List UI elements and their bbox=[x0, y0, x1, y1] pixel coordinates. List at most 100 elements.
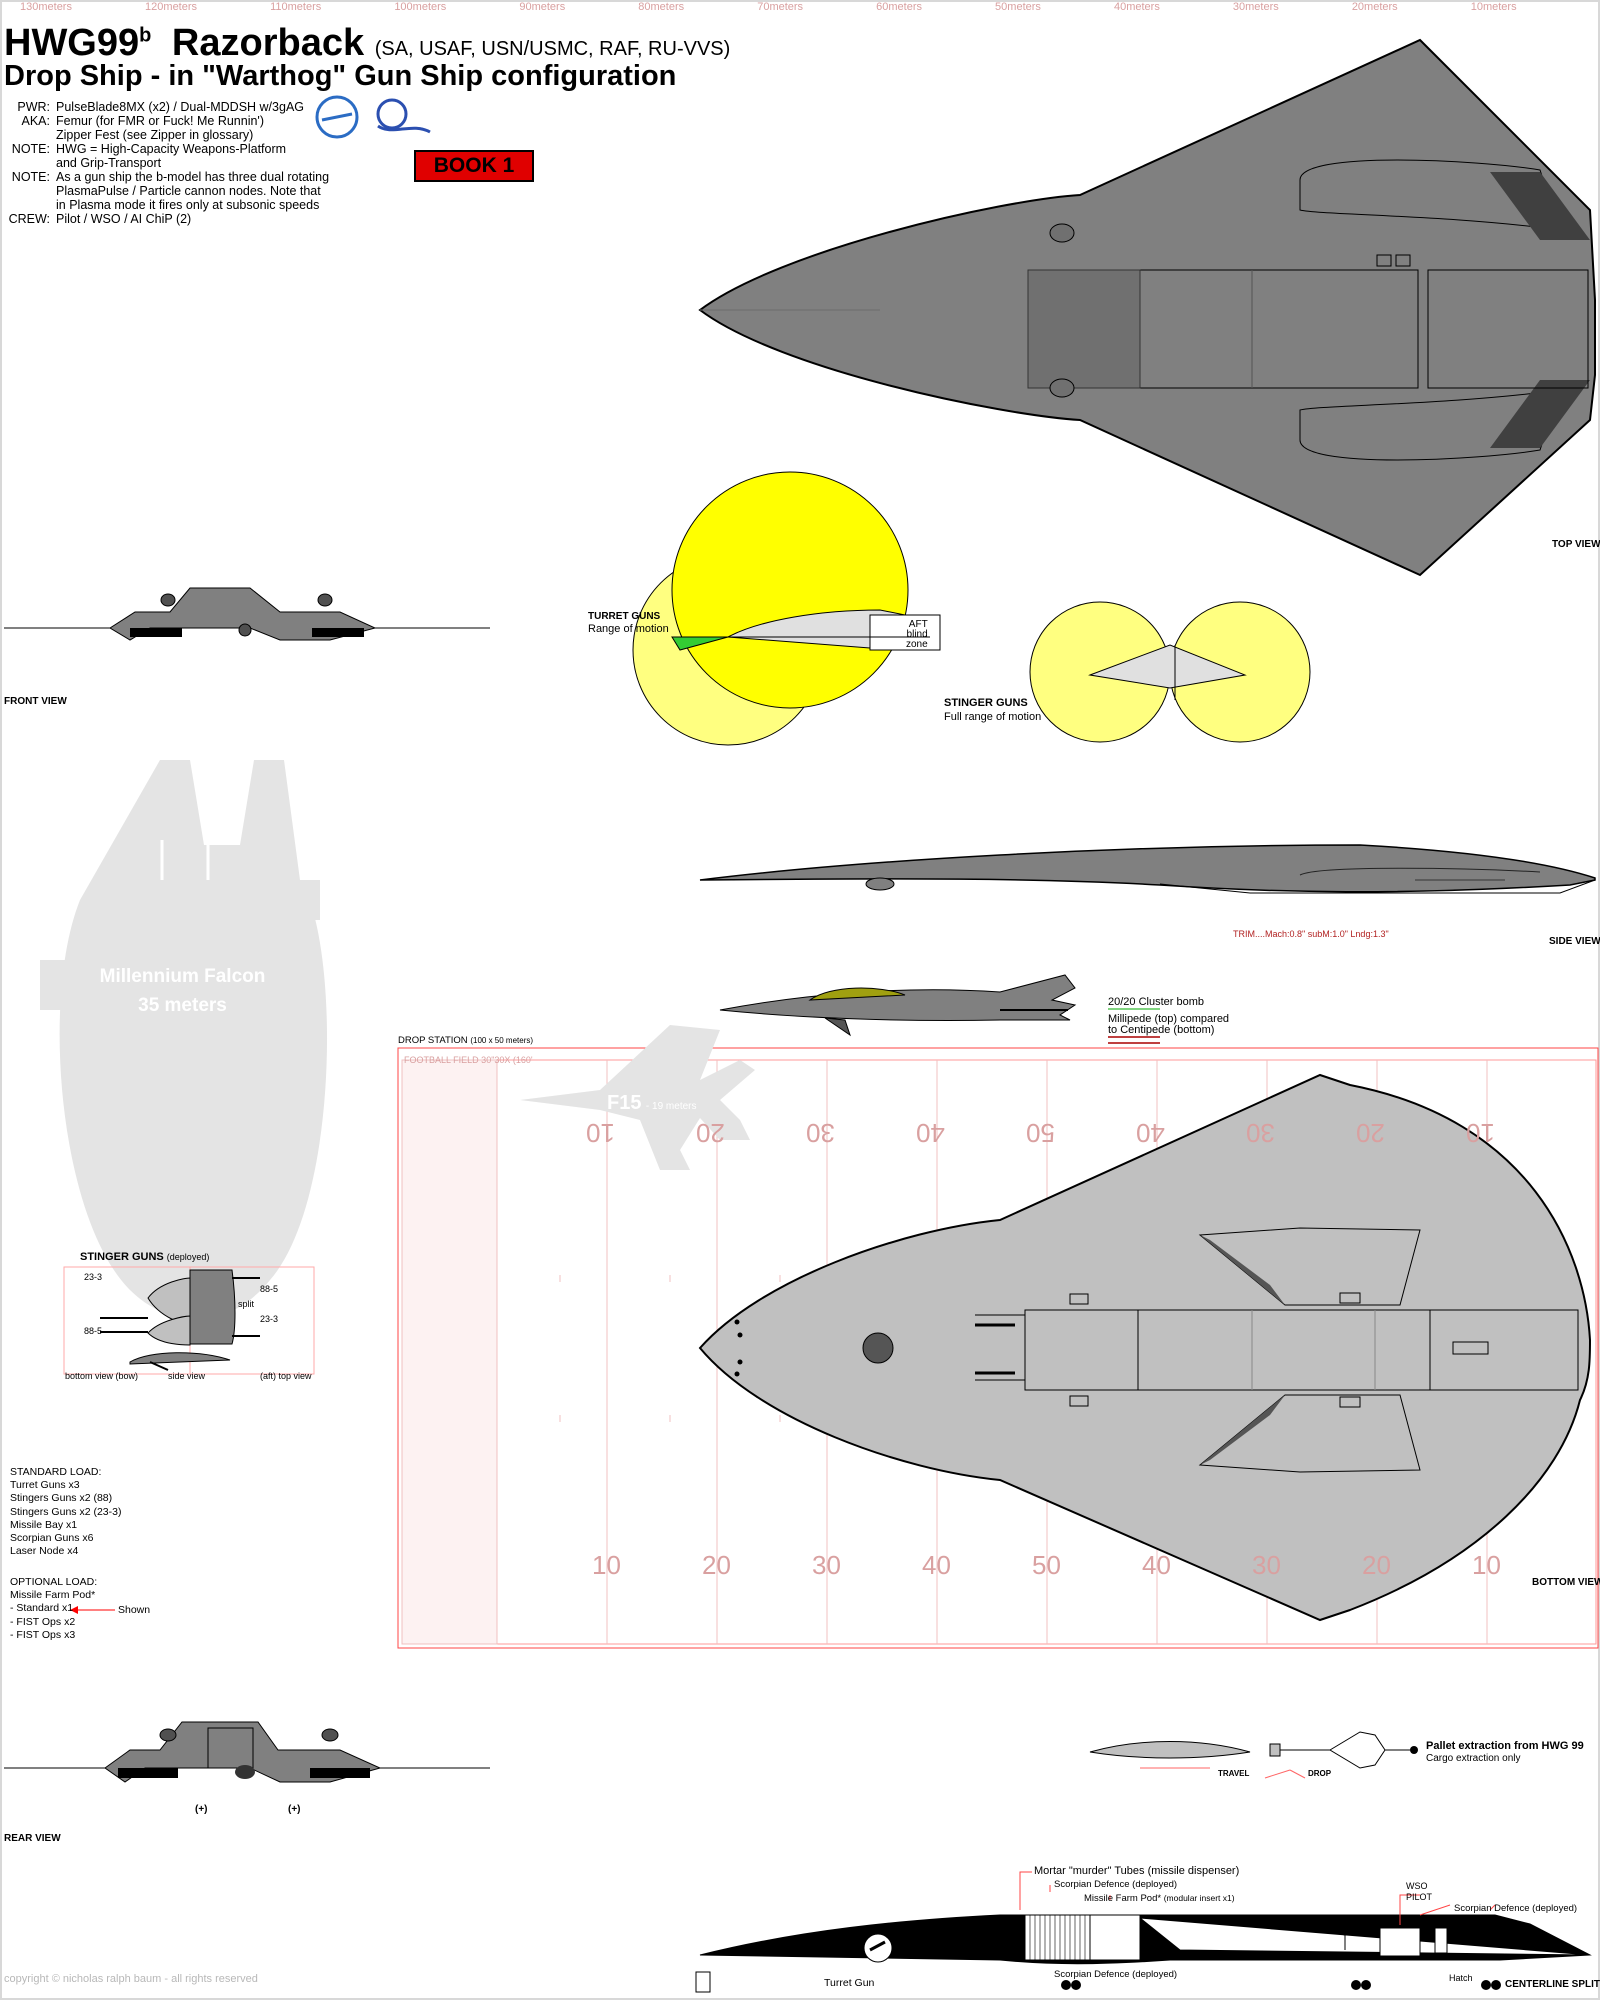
spec-line: in Plasma mode it fires only at subsonic… bbox=[56, 198, 320, 212]
cluster-bomb-title: 20/20 Cluster bomb bbox=[1108, 996, 1204, 1008]
title-name: Razorback bbox=[171, 22, 365, 64]
yard-number: 20 bbox=[1356, 1118, 1385, 1148]
football-field-label: FOOTBALL FIELD 30"30X (160' bbox=[404, 1055, 533, 1065]
yard-number: 20 bbox=[702, 1550, 731, 1580]
yard-number: 50 bbox=[1032, 1550, 1061, 1580]
ruler-mark: 50meters bbox=[995, 1, 1041, 13]
millennium-falcon-silhouette bbox=[40, 760, 328, 1319]
f15-name: F15 bbox=[607, 1092, 642, 1114]
aft-blind-zone-label: AFT blind zone bbox=[906, 620, 928, 650]
falcon-name: Millennium Falcon bbox=[99, 966, 266, 987]
spec-key: NOTE: bbox=[11, 170, 50, 184]
stinger-label-23-3-right: 23-3 bbox=[260, 1314, 279, 1324]
cluster-bomb bbox=[719, 974, 1160, 1044]
ruler-mark: 30meters bbox=[1232, 1, 1279, 13]
f15-size: - 19 meters bbox=[645, 1101, 697, 1112]
scale-ruler-top: 130meters 120meters 110meters 100meters … bbox=[20, 2, 1517, 13]
yard-number: 40 bbox=[1136, 1118, 1165, 1148]
rear-view-aircraft: (+) (+) bbox=[4, 1721, 490, 1815]
ruler-mark: 70meters bbox=[757, 1, 804, 13]
manufacturer-logos bbox=[315, 95, 431, 139]
list-item: Missile Bay x1 bbox=[10, 1518, 78, 1531]
logo-icon-1 bbox=[315, 95, 359, 139]
pilot-label: PILOT bbox=[1406, 1892, 1433, 1902]
front-view-label: FRONT VIEW bbox=[4, 696, 67, 707]
spec-line: Pilot / WSO / AI ChiP (2) bbox=[56, 212, 192, 226]
optional-load-list: OPTIONAL LOAD: Missile Farm Pod* - Stand… bbox=[10, 1576, 97, 1642]
yard-number: 30 bbox=[812, 1550, 841, 1580]
svg-text:(+): (+) bbox=[195, 1804, 208, 1815]
standard-load-title: STANDARD LOAD: bbox=[10, 1466, 102, 1478]
wso-label: WSO bbox=[1406, 1881, 1428, 1891]
yard-number: 40 bbox=[922, 1550, 951, 1580]
ruler-mark: 130meters bbox=[20, 1, 72, 13]
scorpian-defence-label-2: Scorpian Defence (deployed) bbox=[1454, 1903, 1578, 1914]
aft-line: zone bbox=[906, 639, 928, 650]
list-item: Turret Guns x3 bbox=[10, 1479, 80, 1492]
yard-number: 40 bbox=[1142, 1550, 1171, 1580]
trim-note: TRIM....Mach:0.8" subM:1.0" Lndg:1.3" bbox=[1233, 929, 1389, 939]
spec-key: CREW: bbox=[8, 212, 50, 226]
yard-number: 30 bbox=[806, 1118, 835, 1148]
copyright: copyright © nicholas ralph baum - all ri… bbox=[4, 1973, 258, 1985]
shown-label: Shown bbox=[118, 1604, 151, 1616]
spec-row: NOTE:As a gun ship the b-model has three… bbox=[4, 170, 364, 212]
pallet-extraction-diagram bbox=[1089, 1731, 1418, 1779]
pallet-sub: Cargo extraction only bbox=[1426, 1753, 1521, 1764]
ruler-mark: 60meters bbox=[876, 1, 922, 13]
stinger-guns-title: STINGER GUNS bbox=[944, 697, 1028, 709]
yard-number: 10 bbox=[1466, 1118, 1495, 1148]
ruler-mark: 90meters bbox=[519, 1, 566, 13]
missile-farm-label: Missile Farm Pod* (modular insert x1) bbox=[1084, 1894, 1235, 1904]
top-view-aircraft bbox=[698, 38, 1596, 577]
spec-line: and Grip-Transport bbox=[56, 156, 162, 170]
mortar-tubes-label: Mortar "murder" Tubes (missile dispenser… bbox=[1034, 1865, 1240, 1877]
side-view-label: SIDE VIEW bbox=[1549, 936, 1600, 947]
ruler-mark: 80meters bbox=[638, 1, 685, 13]
stinger-guns-sub: Full range of motion bbox=[944, 711, 1042, 723]
yard-number: 20 bbox=[1362, 1550, 1391, 1580]
stinger-deployed-note: (deployed) bbox=[166, 1252, 210, 1262]
ruler-mark: 110meters bbox=[270, 1, 322, 13]
list-item: - FIST Ops x3 bbox=[10, 1628, 76, 1641]
ruler-mark: 20meters bbox=[1351, 1, 1398, 13]
drop-station-dims: (100 x 50 meters) bbox=[470, 1036, 534, 1045]
drop-station-label: DROP STATION (100 x 50 meters) bbox=[398, 1036, 533, 1046]
cluster-bomb-line1: Millipede (top) compared bbox=[1108, 1013, 1230, 1025]
yard-numbers-bottom: 10 20 30 40 50 40 30 20 10 bbox=[0, 1552, 1600, 1582]
ruler-mark: 100meters bbox=[394, 1, 447, 13]
rear-view-label: REAR VIEW bbox=[4, 1833, 61, 1844]
stinger-caption-side: side view bbox=[168, 1371, 206, 1381]
spec-row: AKA:Femur (for FMR or Fuck! Me Runnin')Z… bbox=[4, 114, 364, 142]
turret-gun-label: Turret Gun bbox=[824, 1977, 875, 1989]
yard-number: 40 bbox=[916, 1118, 945, 1148]
drop-station-frame bbox=[397, 1047, 1599, 1649]
falcon-cockpit-outline bbox=[160, 840, 210, 880]
side-view-aircraft bbox=[699, 844, 1596, 894]
f15-silhouette bbox=[520, 1025, 755, 1170]
spec-row: NOTE: HWG = High-Capacity Weapons-Platfor… bbox=[4, 142, 364, 170]
top-view-label: TOP VIEW bbox=[1552, 539, 1600, 550]
ruler-mark: 40meters bbox=[1113, 1, 1160, 13]
spec-line: HWG = High-Capacity Weapons-Platform bbox=[56, 142, 287, 156]
yard-number: 10 bbox=[586, 1118, 615, 1148]
stinger-caption-bottom: bottom view (bow) bbox=[65, 1371, 139, 1381]
spec-key: NOTE: bbox=[11, 142, 50, 156]
stinger-label-split: split bbox=[238, 1299, 255, 1309]
turret-guns-sub: Range of motion bbox=[588, 623, 669, 635]
cluster-bomb-line2: to Centipede (bottom) bbox=[1108, 1024, 1215, 1036]
logo-icon-2 bbox=[376, 98, 431, 134]
pallet-drop: DROP bbox=[1308, 1769, 1332, 1778]
scorpian-defence-label-1: Scorpian Defence (deployed) bbox=[1054, 1879, 1178, 1890]
spec-key: PWR: bbox=[17, 100, 50, 114]
yard-number: 10 bbox=[1472, 1550, 1501, 1580]
endzone-left bbox=[401, 1059, 498, 1645]
list-item: - Standard x1 bbox=[10, 1602, 74, 1615]
standard-load-list: STANDARD LOAD: Turret Guns x3 Stingers G… bbox=[10, 1466, 121, 1558]
list-item: Stingers Guns x2 (88) bbox=[10, 1492, 113, 1505]
title-sup: b bbox=[139, 24, 152, 47]
title-model: HWG99 bbox=[4, 22, 140, 64]
